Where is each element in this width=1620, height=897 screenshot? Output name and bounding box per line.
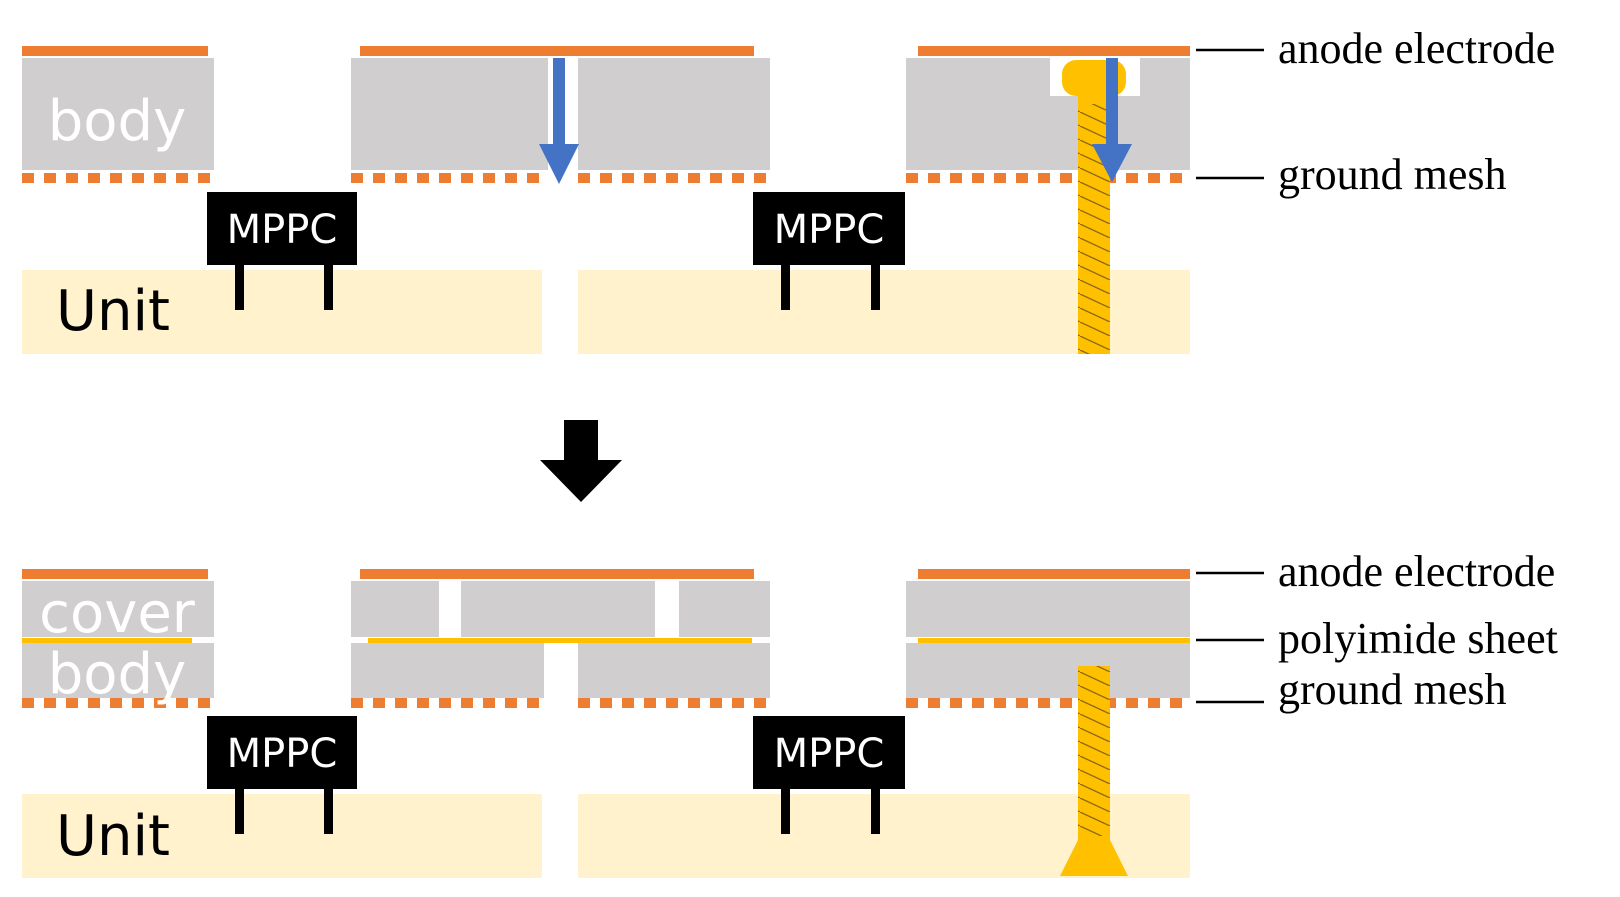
mppc-left: MPPC xyxy=(207,716,357,834)
mppc-left-label: MPPC xyxy=(227,731,338,777)
cover-block-right xyxy=(906,581,1190,637)
legend-anode-electrode: anode electrode xyxy=(1278,547,1555,596)
anode-electrode-center xyxy=(360,46,754,56)
body-block-left xyxy=(22,58,214,170)
cover-label: cover xyxy=(39,581,196,646)
anode-electrode-left xyxy=(22,46,208,56)
mppc-left: MPPC xyxy=(207,192,357,310)
body-block-center-a xyxy=(351,58,548,170)
polyimide-sheet-right xyxy=(918,638,1190,643)
cover-block-left xyxy=(22,581,214,637)
mppc-left-label: MPPC xyxy=(227,207,338,253)
anode-electrode-left xyxy=(22,569,208,579)
cover-block-center-c xyxy=(679,581,770,637)
body-block-center-b xyxy=(578,58,770,170)
mppc-right: MPPC xyxy=(753,192,905,310)
screw-icon xyxy=(1060,666,1128,876)
unit-label: Unit xyxy=(56,804,170,869)
cover-block-center-b xyxy=(461,581,655,637)
unit-block-left xyxy=(22,270,542,354)
body-block-center-a xyxy=(351,643,544,698)
body-block-center-b xyxy=(578,643,770,698)
body-block-right xyxy=(906,58,1190,170)
unit-label: Unit xyxy=(56,279,170,344)
body-block-right xyxy=(906,643,1190,698)
legend-ground-mesh: ground mesh xyxy=(1278,150,1507,199)
top-panel: MPPC MPPC body Unit anode electro xyxy=(22,24,1555,354)
mppc-right-label: MPPC xyxy=(774,731,885,777)
anode-electrode-center xyxy=(360,569,754,579)
bottom-panel: MPPC MPPC cover body Unit anode electrod… xyxy=(22,547,1558,878)
polyimide-sheet-center xyxy=(368,638,752,643)
anode-electrode-right xyxy=(918,569,1190,579)
arrow-down-icon xyxy=(539,58,579,184)
mppc-right-label: MPPC xyxy=(774,207,885,253)
cover-block-center-a xyxy=(351,581,439,637)
arrow-down-icon xyxy=(1092,58,1132,182)
legend-ground-mesh: ground mesh xyxy=(1278,665,1507,714)
polyimide-sheet-left xyxy=(22,638,192,643)
body-label: body xyxy=(48,89,187,154)
mppc-right: MPPC xyxy=(753,716,905,834)
arrow-down-icon xyxy=(540,420,622,502)
legend-polyimide-sheet: polyimide sheet xyxy=(1278,614,1558,663)
anode-electrode-right xyxy=(918,46,1190,56)
body-block-left xyxy=(22,643,214,698)
legend-anode-electrode: anode electrode xyxy=(1278,24,1555,73)
body-label: body xyxy=(48,642,187,707)
unit-block-left xyxy=(22,794,542,878)
